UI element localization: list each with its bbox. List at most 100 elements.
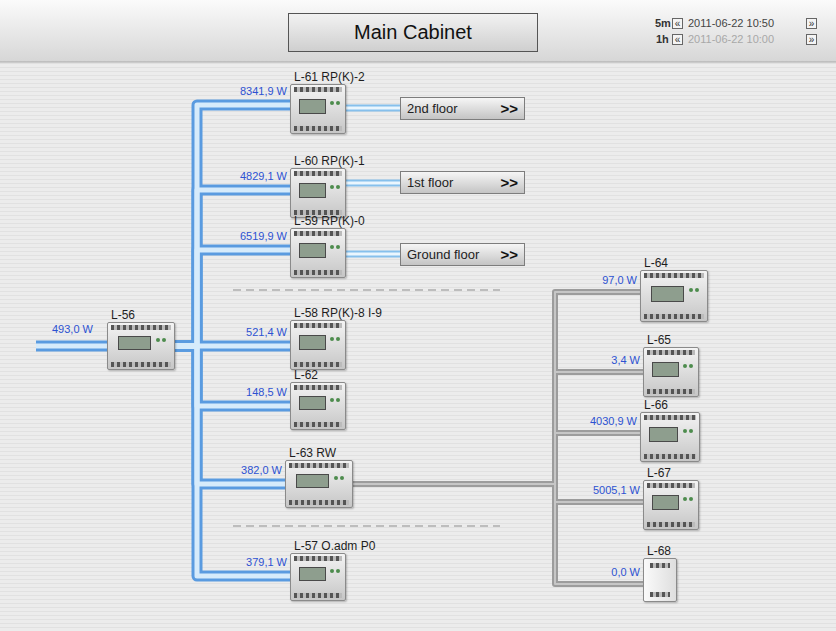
energy-meter: L-67: [643, 466, 699, 530]
meter-led: [162, 338, 166, 342]
meter-name: L-65: [643, 333, 699, 347]
timestamp: 2011-06-22 10:50: [688, 17, 774, 30]
floor-button: Ground floor >>: [400, 243, 525, 266]
terminal-strip: [647, 350, 695, 355]
meter-name: L-59 RP(K)-0: [290, 214, 365, 228]
meter-body: [290, 553, 346, 601]
energy-meter: L-61 RP(K)-2: [290, 70, 365, 134]
floor-button: 2nd floor >>: [400, 97, 525, 120]
pipe-connector: [353, 292, 640, 484]
meter-led: [689, 497, 693, 501]
interval-key: 1h: [656, 33, 669, 46]
meter-body: [285, 460, 353, 508]
meter-led: [689, 364, 693, 368]
meter-body: [643, 480, 699, 530]
energy-meter: L-66: [640, 398, 700, 462]
energy-meter: L-64: [640, 256, 708, 322]
button-arrows: >>: [500, 174, 518, 191]
power-value: 382,0 W: [241, 464, 282, 477]
step-button: «: [672, 18, 683, 29]
meter-led: [336, 185, 340, 189]
energy-meter: L-62: [290, 368, 346, 430]
terminal-strip: [644, 415, 696, 420]
power-value: 148,5 W: [246, 386, 287, 399]
pipe-cores: [175, 105, 643, 584]
meter-led: [330, 337, 334, 341]
meter-led: [336, 245, 340, 249]
power-value: 6519,9 W: [240, 230, 287, 243]
separator: [233, 289, 500, 291]
energy-meter: L-63 RW: [285, 446, 353, 508]
meter-led: [336, 101, 340, 105]
pipe-outlines: [175, 105, 643, 584]
pipe-connector-core: [353, 484, 643, 502]
meter-body: [643, 347, 699, 397]
terminal-strip: [289, 500, 349, 505]
meter-body: [290, 228, 346, 278]
pipe-connector-core: [346, 182, 400, 185]
button-arrows: >>: [500, 246, 518, 263]
interval-key: 5m: [655, 17, 671, 30]
meter-body: [290, 382, 346, 430]
meter-led: [695, 288, 699, 292]
button-label: 2nd floor: [407, 101, 458, 116]
meter-display: [118, 336, 151, 350]
terminal-strip: [644, 273, 704, 278]
pipe-connector: [175, 346, 290, 576]
terminal-strip: [294, 323, 342, 328]
pipe-connector-core: [175, 346, 290, 576]
pipe-connector: [353, 433, 640, 484]
meter-display: [296, 474, 329, 488]
energy-meter: L-57 O.adm P0: [290, 539, 375, 601]
meter-display: [299, 99, 326, 114]
pipe-connector-core: [175, 250, 290, 346]
meter-led: [689, 429, 693, 433]
button-label: Ground floor: [407, 247, 479, 262]
button-label: 1st floor: [407, 175, 453, 190]
pipe-connector-core: [353, 484, 643, 584]
button-arrows: >>: [500, 100, 518, 117]
terminal-strip: [294, 270, 342, 275]
meter-led: [689, 288, 693, 292]
meter-name: L-57 O.adm P0: [290, 539, 375, 553]
pipe-connector-core: [175, 346, 290, 406]
energy-meter: L-68: [643, 544, 677, 602]
meter-led: [336, 569, 340, 573]
power-value: 521,4 W: [246, 326, 287, 339]
meter-led: [683, 364, 687, 368]
floor-button: 1st floor >>: [400, 171, 525, 194]
feed-pipe: [36, 341, 108, 352]
meter-display: [299, 183, 326, 198]
pipe-connector: [175, 250, 290, 346]
pipe-connector-core: [353, 433, 640, 484]
meter-display: [299, 335, 326, 350]
power-value: 5005,1 W: [593, 484, 640, 497]
meter-name: L-67: [643, 466, 699, 480]
terminal-strip: [294, 362, 342, 367]
header-bar: [0, 0, 836, 62]
meter-name: L-60 RP(K)-1: [290, 154, 365, 168]
terminal-strip: [289, 463, 349, 468]
energy-meter: L-60 RP(K)-1: [290, 154, 365, 218]
meter-led: [334, 476, 338, 480]
feed-pipe-core: [36, 344, 108, 349]
terminal-strip: [111, 362, 171, 367]
terminal-strip: [650, 563, 670, 568]
header-rule: [0, 62, 836, 63]
meter-body: [290, 84, 346, 134]
terminal-strip: [111, 325, 171, 330]
meter-led: [683, 497, 687, 501]
meter-body: [643, 558, 677, 602]
meter-name: L-68: [643, 544, 677, 558]
meter-led: [330, 185, 334, 189]
pipe-connector: [175, 105, 290, 346]
meter-name: L-62: [290, 368, 346, 382]
meter-led: [330, 569, 334, 573]
pipe-connector: [346, 105, 400, 112]
meter-display: [299, 567, 326, 581]
terminal-strip: [294, 556, 342, 561]
meter-display: [651, 286, 684, 302]
meter-led: [330, 101, 334, 105]
terminal-strip: [644, 454, 696, 459]
